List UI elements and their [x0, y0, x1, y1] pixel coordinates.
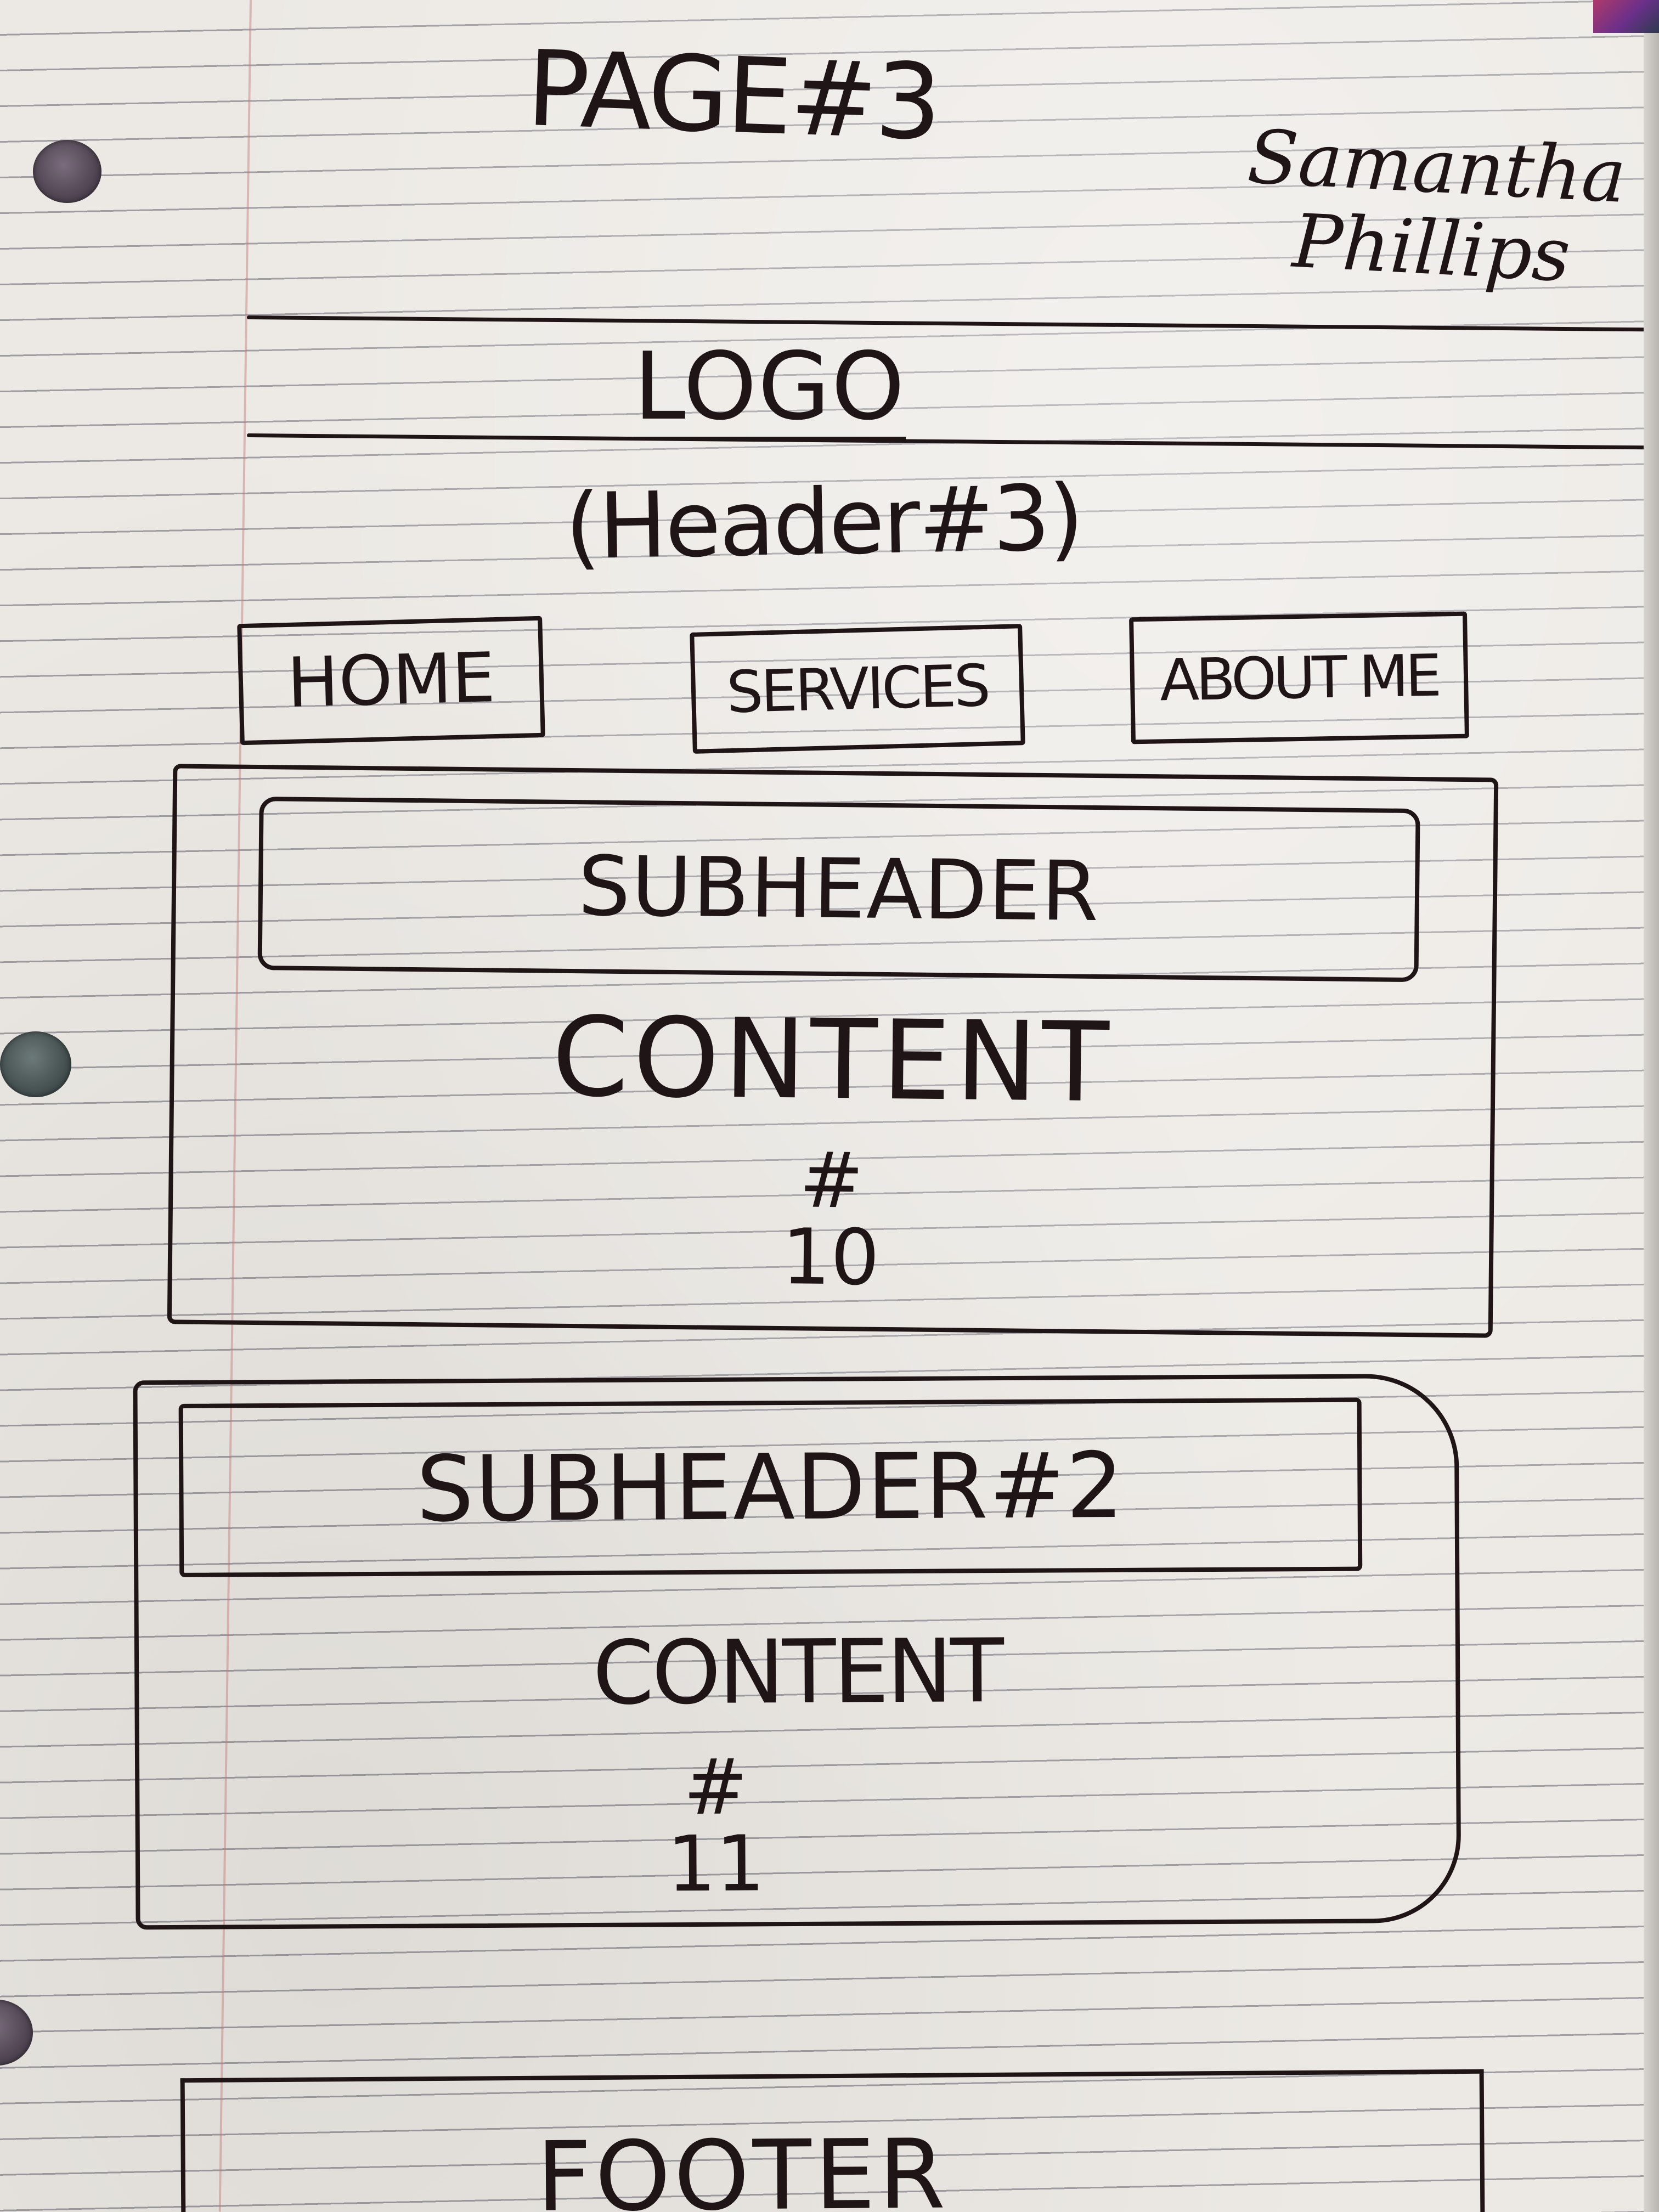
footer-label: FOOTER — [536, 2119, 949, 2212]
page-label: PAGE#3 — [524, 27, 942, 164]
content-section-1: SUBHEADER CONTENT # 10 — [167, 764, 1499, 1338]
content-section-2: SUBHEADER#2 CONTENT # 11 — [133, 1373, 1462, 1930]
binder-hole-top — [33, 140, 101, 203]
author-signature: Samantha Phillips — [1242, 114, 1628, 299]
nav-home-button[interactable]: HOME — [237, 616, 545, 746]
header-title: (Header#3) — [564, 465, 1084, 580]
nav-services-button[interactable]: SERVICES — [690, 624, 1025, 754]
content-number-2: # 11 — [667, 1742, 765, 1910]
header-rule-top — [246, 315, 1651, 332]
content-label-1: CONTENT — [551, 993, 1114, 1127]
content-label-2: CONTENT — [592, 1620, 1002, 1724]
page-edge — [1644, 0, 1659, 2212]
subheader-1: SUBHEADER — [257, 797, 1420, 983]
nav-about-me-button[interactable]: ABOUT ME — [1129, 611, 1469, 744]
footer: FOOTER — [180, 2069, 1486, 2212]
binder-hole-bottom — [0, 2000, 33, 2066]
binder-hole-middle — [0, 1031, 71, 1097]
logo-placeholder[interactable]: LOGO — [634, 332, 906, 441]
content-number-1: # 10 — [781, 1136, 880, 1303]
header-rule-bottom — [246, 433, 1651, 450]
background-fabric — [1593, 0, 1659, 33]
subheader-2: SUBHEADER#2 — [178, 1397, 1363, 1577]
